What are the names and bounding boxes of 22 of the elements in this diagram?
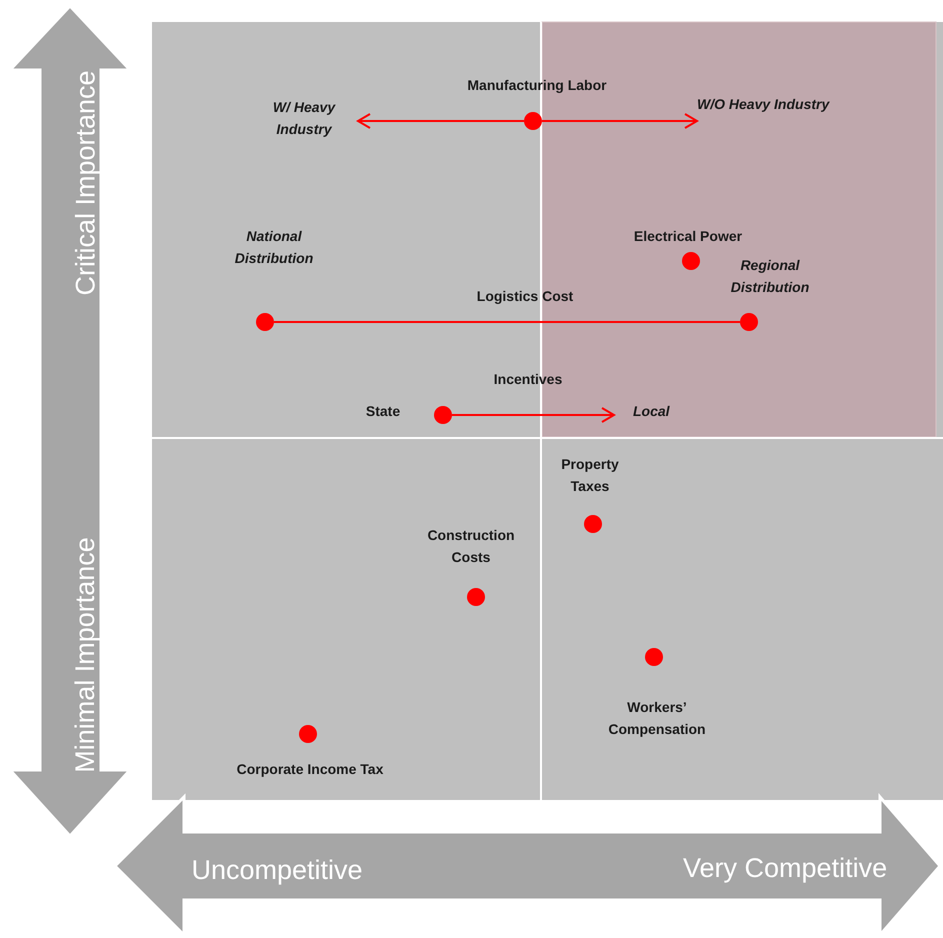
point-label: Regional Distribution	[730, 256, 810, 297]
axis-label: Critical Importance	[69, 70, 102, 296]
arrow	[542, 113, 698, 129]
endpoint-label: W/O Heavy Industry	[697, 95, 831, 114]
edge-label: Logistics Cost	[476, 287, 574, 306]
point-label: Corporate Income Tax	[236, 760, 384, 779]
endpoint-label: Local	[633, 402, 671, 421]
edge-label: Incentives	[492, 370, 564, 389]
axis-label: Minimal Importance	[68, 537, 101, 773]
endpoint-label: W/ Heavy Industry	[272, 98, 337, 139]
arrow	[357, 113, 524, 129]
point-label: Workers’ Compensation	[607, 698, 707, 739]
point-label: State	[364, 402, 402, 421]
connector-line	[274, 321, 740, 323]
point-label: Construction Costs	[426, 526, 516, 567]
point-label: National Distribution	[234, 227, 314, 268]
point-label: Manufacturing Labor	[466, 76, 608, 95]
point-label: Property Taxes	[560, 455, 620, 496]
point-label: Electrical Power	[632, 227, 744, 246]
axis-label: Very Competitive	[683, 852, 888, 884]
axis-label: Uncompetitive	[192, 854, 363, 886]
arrow	[452, 407, 615, 423]
